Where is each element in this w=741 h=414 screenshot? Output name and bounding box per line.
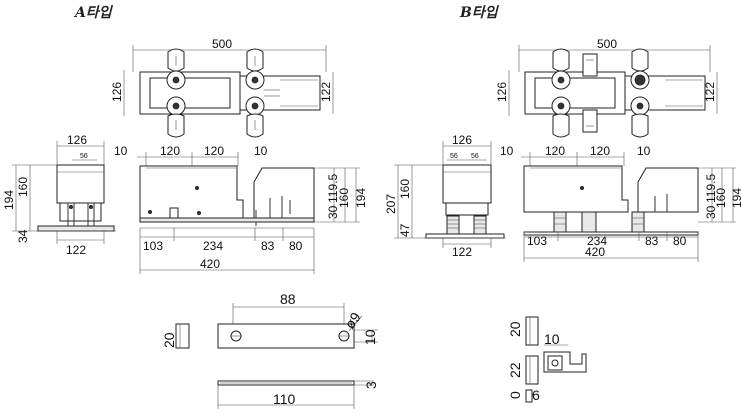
type-a-side-top-1: 10 — [114, 144, 128, 158]
bracket-a-hole-spacing: 88 — [280, 291, 296, 307]
type-b-front-width: 126 — [452, 133, 472, 147]
type-a-foot-bl — [166, 96, 186, 138]
type-b-front-height-total: 207 — [384, 194, 398, 214]
type-b-side-height-3: 160 — [714, 188, 728, 208]
type-b-side-height-2: 119.5 — [704, 174, 718, 203]
type-a-top-left-height: 126 — [110, 82, 124, 102]
type-a-side-top-4: 10 — [254, 144, 268, 158]
type-a-side-height-4: 194 — [354, 188, 368, 208]
type-a-front-view: 126 56 122 194 160 34 — [2, 133, 116, 257]
type-b-side-bottom-2: 234 — [587, 234, 607, 248]
bracket-b-top-height: 20 — [507, 321, 523, 337]
type-b-front-height-base: 47 — [398, 223, 412, 237]
type-b-side-top-1: 10 — [500, 144, 514, 158]
type-b-front-top-small-2: 56 — [471, 153, 479, 160]
type-a-side-view: 10 120 120 10 30 119.5 160 194 — [114, 144, 368, 274]
type-b-side-height-1: 30 — [704, 205, 718, 219]
bracket-a-width-dim: 10 — [362, 329, 378, 345]
type-b-foot-tr — [630, 48, 650, 90]
type-a-side-bottom-2: 234 — [203, 239, 223, 253]
type-a-foot-br — [245, 96, 265, 138]
bracket-b-detail: 20 10 22 0 6 — [507, 316, 587, 403]
type-a-foot-tr — [245, 48, 265, 90]
type-b-side-bottom-1: 103 — [527, 234, 547, 248]
bracket-a-side-height: 20 — [161, 332, 177, 348]
type-a-front-width: 126 — [67, 133, 87, 147]
type-b-side-top-4: 10 — [637, 144, 651, 158]
type-a-top-width: 500 — [212, 37, 232, 51]
type-b-top-left-height: 126 — [495, 82, 509, 102]
type-a-front-height-total: 194 — [2, 190, 16, 210]
type-a-side-bottom-4: 80 — [289, 239, 303, 253]
type-b-foot-bl — [551, 96, 571, 138]
bracket-a-thickness: 3 — [363, 381, 379, 389]
type-b-side-bottom-3: 83 — [645, 234, 659, 248]
type-a-side-height-2: 119.5 — [326, 174, 340, 203]
type-a-front-bottom-width: 122 — [66, 243, 86, 257]
type-b-foot-tl — [551, 48, 571, 90]
type-b-front-bottom-width: 122 — [452, 245, 472, 259]
type-a-side-bottom-1: 103 — [143, 239, 163, 253]
type-b-title: B타입 — [459, 5, 500, 21]
type-b-side-height-4: 194 — [730, 188, 741, 208]
type-a-title: A타입 — [73, 5, 114, 21]
type-a-front-height-body: 160 — [16, 177, 30, 197]
type-b-foot-br — [630, 96, 650, 138]
type-a-top-right-height: 122 — [319, 82, 333, 102]
type-a-foot-tl — [166, 48, 186, 90]
bracket-a-hole-dia: ø9 — [341, 309, 364, 332]
type-b-side-view: 10 120 120 10 30 119.5 160 194 103 — [500, 144, 741, 262]
type-a-front-height-base: 34 — [16, 229, 30, 243]
type-b-side-top-3: 120 — [590, 144, 610, 158]
type-b-top-width: 500 — [597, 37, 617, 51]
type-a-side-top-2: 120 — [160, 144, 180, 158]
type-a-side-bottom-3: 83 — [261, 239, 275, 253]
type-a-side-top-3: 120 — [204, 144, 224, 158]
type-a-front-top-small: 56 — [80, 153, 88, 160]
type-b-front-view: 126 56 56 122 207 160 47 — [384, 133, 506, 259]
type-b-side-bottom-4: 80 — [673, 234, 687, 248]
bracket-a-total-length: 110 — [273, 391, 296, 407]
bracket-a-detail: 20 88 ø9 10 3 110 — [161, 291, 379, 409]
type-a-top-view: 500 126 122 — [110, 37, 334, 138]
bracket-b-height-22: 22 — [507, 362, 523, 378]
bracket-b-dim-0: 0 — [507, 391, 523, 399]
type-b-top-right-height: 122 — [703, 82, 717, 102]
bracket-b-dim-6: 6 — [532, 387, 540, 403]
type-b-top-view: 500 126 122 — [495, 37, 718, 138]
bracket-b-width: 10 — [544, 331, 560, 347]
type-b-side-top-2: 120 — [545, 144, 565, 158]
type-a-side-total-width: 420 — [200, 257, 220, 271]
type-a-side-height-3: 160 — [337, 188, 351, 208]
type-b-front-height-body: 160 — [398, 179, 412, 199]
type-b-front-top-small-1: 56 — [450, 153, 458, 160]
type-b-side-total-width: 420 — [585, 245, 605, 259]
type-a-side-height-1: 30 — [326, 205, 340, 219]
